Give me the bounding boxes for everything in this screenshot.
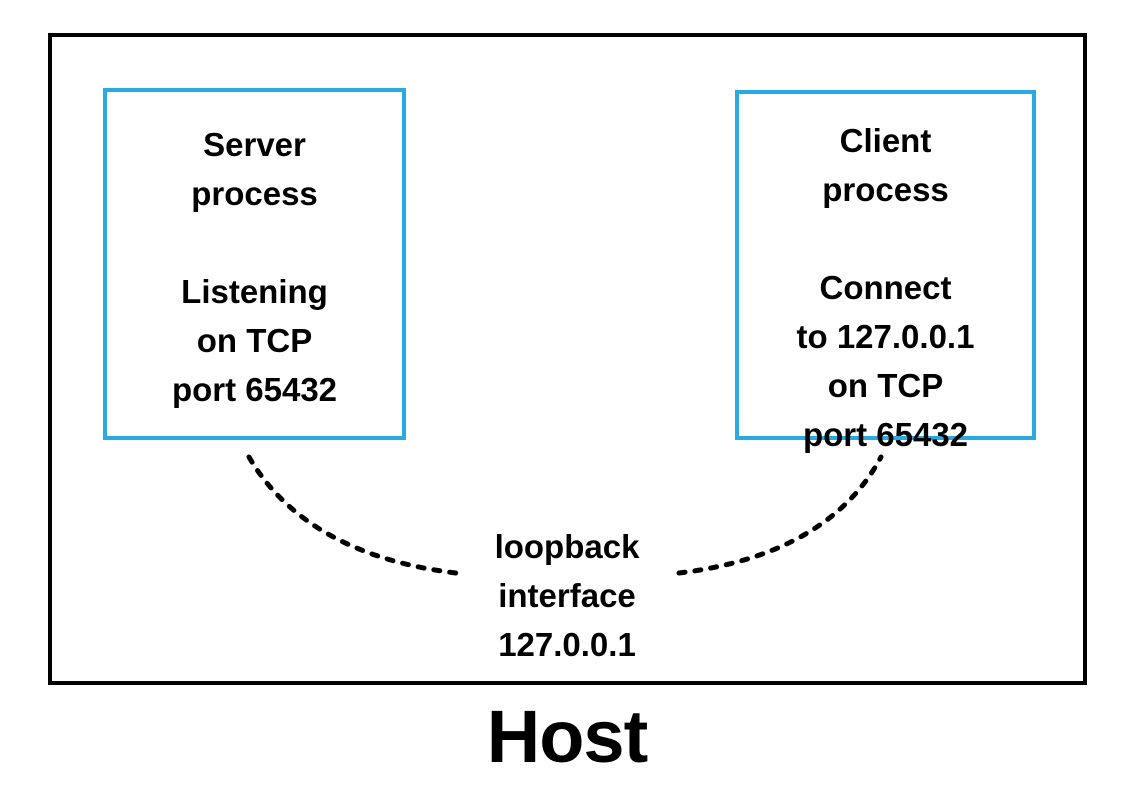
client-process-box: Client process Connect to 127.0.0.1 on T… xyxy=(735,90,1036,453)
client-process-label: Client process Connect to 127.0.0.1 on T… xyxy=(796,122,975,453)
server-process-box: Server process Listening on TCP port 654… xyxy=(103,88,406,440)
host-caption: Host xyxy=(486,695,648,778)
loopback-interface-label: loopback interface 127.0.0.1 xyxy=(494,528,640,663)
server-process-label: Server process Listening on TCP port 654… xyxy=(171,126,338,408)
